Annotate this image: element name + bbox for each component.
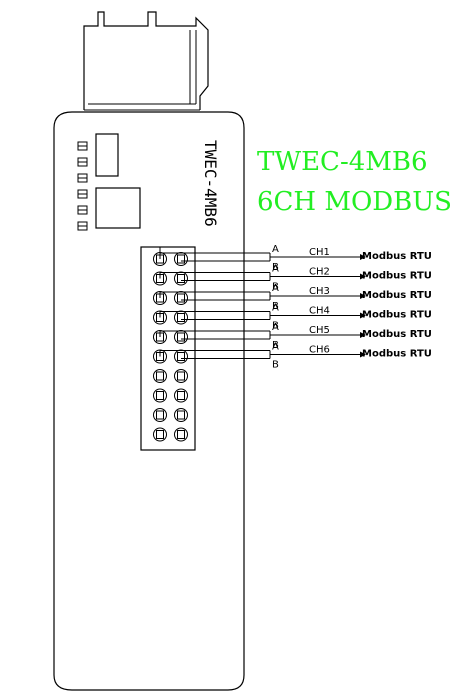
display-window-small: [95, 133, 119, 177]
protocol-label: Modbus RTU: [362, 349, 432, 360]
wire-label-b: B: [272, 262, 279, 273]
terminal-screw-left: [153, 369, 167, 383]
terminal-screw-right: [174, 252, 188, 266]
title-line-2: 6CH MODBUS: [257, 187, 452, 217]
top-connector: [83, 11, 209, 111]
wire-label-a: A: [272, 264, 279, 275]
protocol-label: Modbus RTU: [362, 271, 432, 282]
terminal-screw-right: [174, 369, 188, 383]
terminal-screw-right: [174, 388, 188, 403]
wire-label-a: A: [272, 283, 279, 294]
wire-label-b: B: [272, 340, 279, 351]
terminal-screw-left: [153, 388, 167, 403]
channel-label: CH6: [309, 345, 330, 356]
terminal-screw-right: [174, 330, 188, 344]
protocol-label: Modbus RTU: [362, 329, 432, 340]
status-led-group: [77, 141, 88, 231]
wire-label-b: B: [272, 301, 279, 312]
channel-label: CH2: [309, 267, 330, 278]
channel-label: CH5: [309, 325, 330, 336]
terminal-screw-right: [174, 427, 188, 442]
terminal-screw-right: [174, 349, 188, 364]
terminal-screw-right: [174, 271, 188, 286]
device-body: [53, 111, 245, 691]
terminal-screw-right: [174, 408, 188, 422]
terminal-screw-right: [174, 310, 188, 325]
wire-label-b: B: [272, 321, 279, 332]
protocol-label: Modbus RTU: [362, 310, 432, 321]
wire-label-a: A: [272, 322, 279, 333]
channel-label: CH3: [309, 286, 330, 297]
channel-6: AB CH6 Modbus RTU: [159, 342, 432, 371]
channel-5: AB CH5 Modbus RTU: [159, 322, 432, 351]
terminal-block: [140, 246, 196, 451]
channel-label: CH1: [309, 247, 330, 258]
wire-label-a: A: [272, 303, 279, 314]
wire-label-a: A: [272, 342, 279, 353]
model-vertical-label: TWEC-4MB6: [201, 140, 220, 227]
channel-4: AB CH4 Modbus RTU: [159, 303, 432, 332]
title-line-1: TWEC-4MB6: [257, 147, 428, 177]
channel-3: AB CH3 Modbus RTU: [159, 283, 432, 312]
wire-label-b: B: [272, 360, 279, 371]
channel-label: CH4: [309, 306, 330, 317]
channel-1: AB CH1 Modbus RTU: [159, 244, 432, 273]
wire-label-a: A: [272, 244, 279, 255]
display-window-large: [95, 187, 141, 229]
terminal-screw-left: [153, 408, 167, 422]
terminal-screw-right: [174, 291, 188, 305]
terminal-screw-left: [153, 427, 167, 442]
protocol-label: Modbus RTU: [362, 290, 432, 301]
wire-label-b: B: [272, 282, 279, 293]
protocol-label: Modbus RTU: [362, 251, 432, 262]
channel-2: AB CH2 Modbus RTU: [159, 264, 432, 293]
